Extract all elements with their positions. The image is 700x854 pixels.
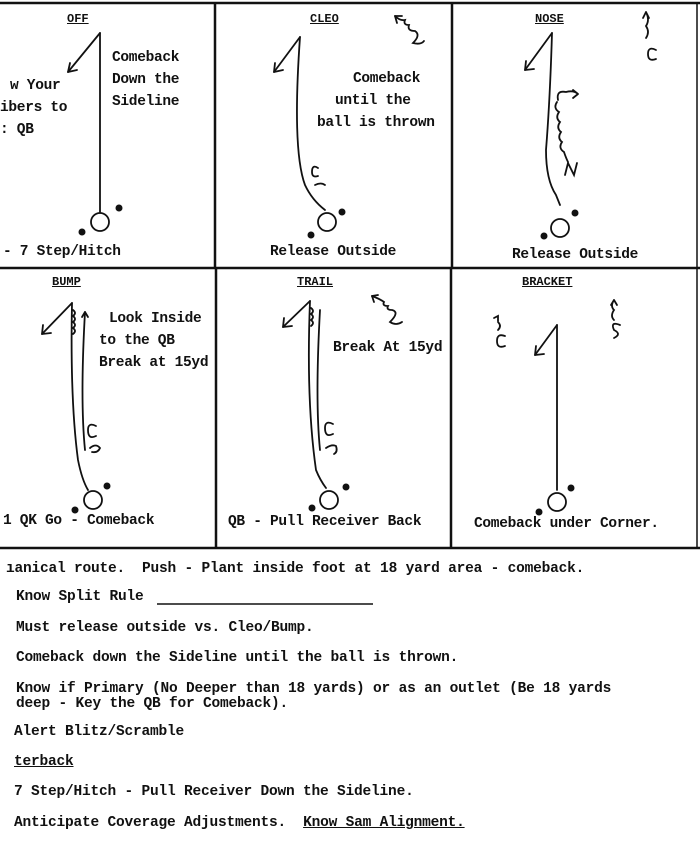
nose-title: NOSE [535, 12, 564, 26]
cleo-caption: Release Outside [270, 244, 397, 260]
note-line: Know if Primary (No Deeper than 18 yards… [16, 681, 612, 697]
note-line: Alert Blitz/Scramble [14, 724, 185, 740]
off-left-note: ibers to [0, 100, 68, 116]
off-caption: - 7 Step/Hitch [3, 244, 121, 260]
trail-caption: QB - Pull Receiver Back [228, 514, 422, 530]
bump-title: BUMP [52, 275, 81, 289]
cleo-route [273, 15, 425, 232]
player-dots [71, 204, 579, 516]
note-underlined: Know Sam Alignment. [303, 815, 465, 831]
off-title: OFF [67, 12, 89, 26]
off-note: Sideline [112, 94, 180, 110]
off-note: Down the [112, 72, 180, 88]
cleo-note: Comeback [353, 71, 421, 87]
bump-route [41, 302, 103, 510]
note-line: Anticipate Coverage Adjustments. Know Sa… [14, 815, 465, 831]
bump-caption: 1 QK Go - Comeback [3, 513, 155, 529]
nose-route [524, 11, 657, 238]
cleo-note: until the [335, 93, 411, 109]
bump-note: to the QB [99, 333, 175, 349]
off-left-note: w Your [10, 78, 61, 94]
note-line: Know Split Rule [16, 589, 144, 605]
note-heading: terback [14, 754, 74, 770]
cleo-note: ball is thrown [317, 115, 435, 131]
bracket-caption: Comeback under Corner. [474, 516, 659, 532]
off-note: Comeback [112, 50, 180, 66]
note-line: deep - Key the QB for Comeback). [16, 696, 289, 712]
note-line: Comeback down the Sideline until the bal… [16, 650, 459, 666]
off-left-note: : QB [0, 122, 34, 138]
off-route [67, 32, 110, 232]
nose-caption: Release Outside [512, 247, 639, 263]
bump-note: Break at 15yd [99, 355, 209, 371]
note-line: ıanical route. Push - Plant inside foot … [6, 561, 585, 577]
trail-route [282, 294, 403, 510]
trail-note: Break At 15yd [333, 340, 443, 356]
bump-note: Look Inside [109, 311, 202, 327]
note-text: Anticipate Coverage Adjustments. [14, 815, 287, 831]
trail-title: TRAIL [297, 275, 334, 289]
bracket-title: BRACKET [522, 275, 573, 289]
note-line: Must release outside vs. Cleo/Bump. [16, 620, 314, 636]
bracket-route [493, 299, 621, 512]
cleo-title: CLEO [310, 12, 339, 26]
note-line: 7 Step/Hitch - Pull Receiver Down the Si… [14, 784, 414, 800]
